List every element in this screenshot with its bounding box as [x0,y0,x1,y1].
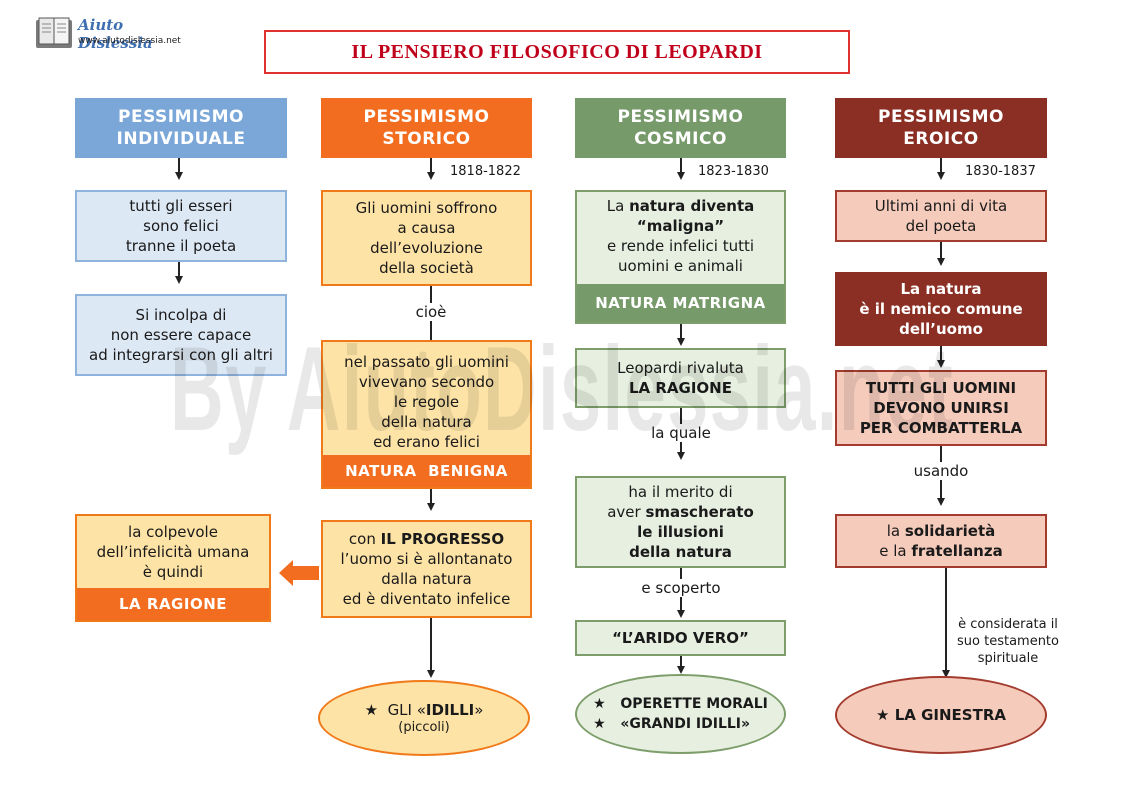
star-icon: ★ [593,696,606,712]
box-arido-vero: “L’ARIDO VERO” [575,620,786,656]
book-icon [34,16,74,50]
page-title-box: IL PENSIERO FILOSOFICO DI LEOPARDI [264,30,850,74]
link-usando: usando [905,462,977,480]
connector [430,158,432,172]
band-natura-matrigna: NATURA MATRIGNA [577,284,784,322]
arrow-left-icon [279,560,319,586]
logo: Aiuto Dislessia www.aiutodislessia.net [34,14,194,54]
connector [680,324,682,338]
arrow-down-icon [942,670,950,678]
band-la-ragione: LA RAGIONE [77,588,269,620]
arrow-down-icon [427,172,435,180]
star-icon: ★ [876,706,890,724]
box-smascherato: ha il merito di aver smascherato le illu… [575,476,786,568]
logo-url[interactable]: www.aiutodislessia.net [78,36,181,46]
box-progresso: con IL PROGRESSO l’uomo si è allontanato… [321,520,532,618]
connector [945,568,947,670]
arrow-down-icon [427,503,435,511]
connector [680,656,682,666]
arrow-down-icon [677,172,685,180]
box-solidarieta: la solidarietà e la fratellanza [835,514,1047,568]
years-cosmico: 1823-1830 [698,164,769,179]
arrow-down-icon [175,172,183,180]
arrow-down-icon [175,276,183,284]
star-icon: ★ [593,716,606,732]
link-cioe: cioè [406,303,456,321]
oval-operette: ★ OPERETTE MORALI ★ «GRANDI IDILLI» [575,674,786,754]
arrow-down-icon [427,670,435,678]
connector [430,618,432,670]
link-e-scoperto: e scoperto [632,579,730,597]
arrow-down-icon [677,610,685,618]
logo-name: Aiuto Dislessia [78,16,153,52]
arrow-down-icon [937,360,945,368]
star-icon: ★ [364,701,379,719]
box-natura-maligna: La natura diventa “maligna” e rende infe… [575,190,786,324]
arrow-down-icon [677,338,685,346]
connector [430,489,432,503]
years-storico: 1818-1822 [450,164,521,179]
arrow-down-icon [937,258,945,266]
arrow-down-icon [937,172,945,180]
connector [680,158,682,172]
connector [178,262,180,276]
link-la-quale: la quale [640,424,722,442]
years-eroico: 1830-1837 [965,164,1036,179]
oval-ginestra: ★ LA GINESTRA [835,676,1047,754]
arrow-down-icon [677,452,685,460]
arrow-down-icon [677,666,685,674]
connector [940,158,942,172]
band-natura-benigna: NATURA BENIGNA [323,455,530,487]
oval-idilli: ★ GLI «IDILLI» (piccoli) [318,680,530,756]
connector [940,242,942,258]
connector [940,346,942,360]
arrow-down-icon [937,498,945,506]
connector [178,158,180,172]
page-title: IL PENSIERO FILOSOFICO DI LEOPARDI [351,40,763,63]
